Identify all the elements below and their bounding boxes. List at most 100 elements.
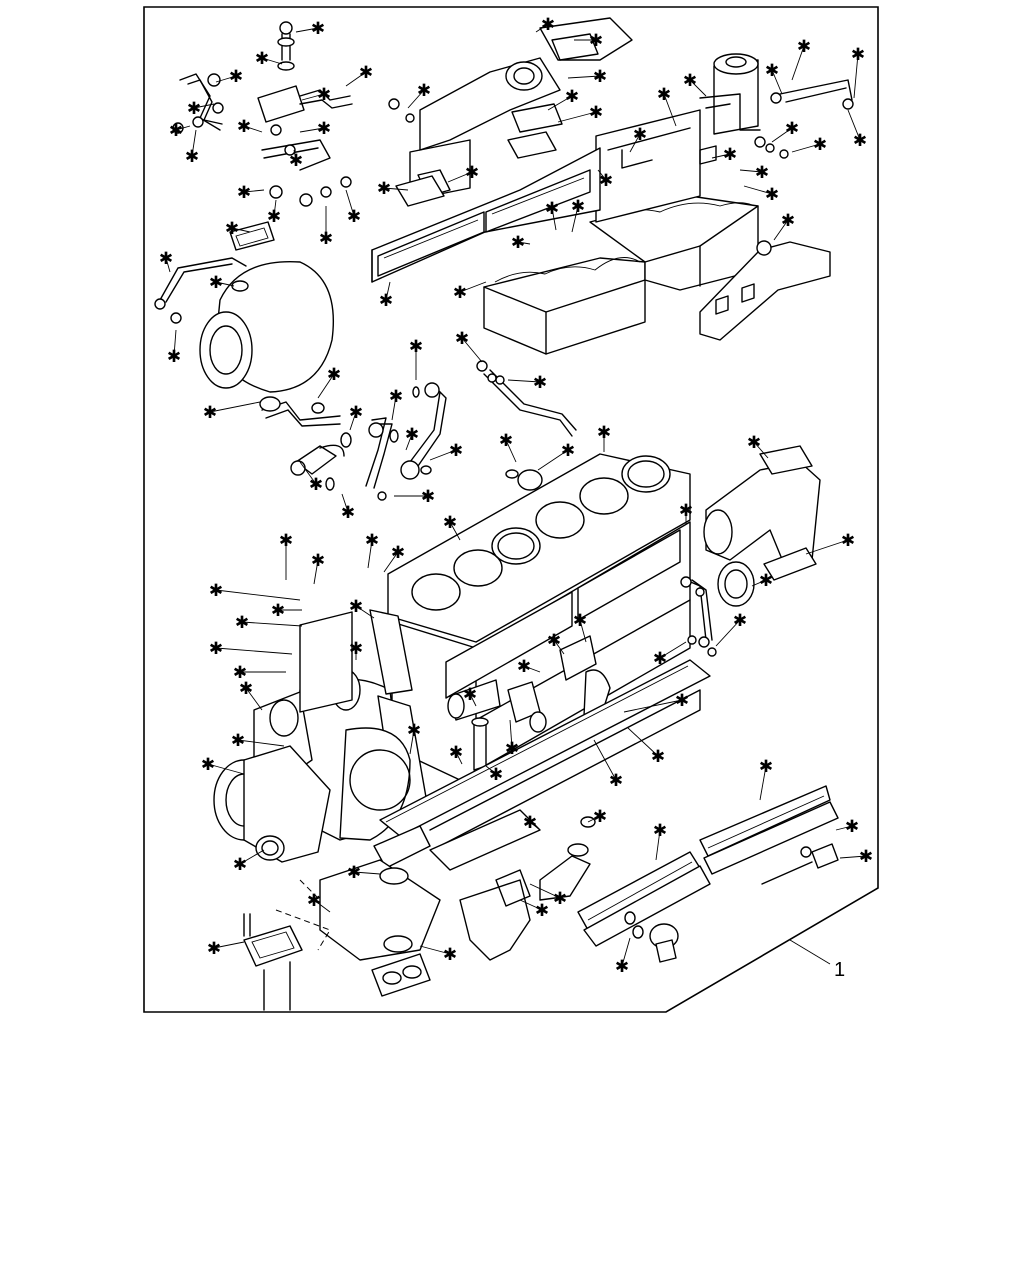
kit-marker-leader: [209, 401, 261, 413]
kit-marker: ✱: [449, 743, 463, 763]
kit-marker-leader: [715, 619, 741, 647]
kit-marker-leader: [237, 739, 285, 747]
kit-marker: ✱: [533, 373, 547, 393]
kit-marker: ✱: [759, 571, 773, 591]
kit-marker: ✱: [187, 99, 201, 119]
kit-marker: ✱: [609, 771, 623, 791]
kit-marker: ✱: [759, 757, 773, 777]
kit-marker: ✱: [279, 531, 293, 551]
kit-marker: ✱: [597, 423, 611, 443]
kit-marker: ✱: [653, 821, 667, 841]
oil-pan-group: [243, 809, 596, 1011]
kit-marker: ✱: [239, 679, 253, 699]
kit-marker: ✱: [813, 135, 827, 155]
kit-marker: ✱: [785, 119, 799, 139]
kit-marker: ✱: [765, 61, 779, 81]
kit-marker: ✱: [653, 649, 667, 669]
kit-marker-leader: [535, 23, 549, 33]
kit-marker-leader: [791, 45, 805, 81]
kit-marker-leader: [835, 825, 853, 831]
kit-marker: ✱: [593, 807, 607, 827]
kit-marker: ✱: [207, 939, 221, 959]
kit-marker: ✱: [237, 183, 251, 203]
kit-marker-leader: [299, 461, 317, 485]
kit-marker: ✱: [747, 433, 761, 453]
kit-marker: ✱: [421, 487, 435, 507]
kit-marker: ✱: [465, 163, 479, 183]
diagram-frame: [143, 6, 879, 1013]
kit-marker-leader: [243, 125, 263, 133]
kit-marker: ✱: [311, 551, 325, 571]
kit-marker: ✱: [589, 31, 603, 51]
kit-marker-leader: [773, 219, 789, 241]
kit-marker: ✱: [651, 747, 665, 767]
kit-marker-leader: [597, 169, 607, 181]
kit-marker: ✱: [365, 531, 379, 551]
kit-marker: ✱: [377, 179, 391, 199]
kit-marker: ✱: [851, 45, 865, 65]
kit-marker: ✱: [755, 163, 769, 183]
kit-marker-leader: [353, 871, 381, 875]
kit-marker: ✱: [463, 685, 477, 705]
kit-marker-leader: [299, 127, 325, 133]
kit-marker-leader: [459, 281, 487, 293]
exhaust-elbow-group: [680, 445, 821, 657]
kit-marker: ✱: [545, 199, 559, 219]
kit-marker: ✱: [633, 125, 647, 145]
kit-marker-leader: [313, 899, 331, 913]
kit-marker: ✱: [453, 283, 467, 303]
kit-marker: ✱: [209, 639, 223, 659]
kit-marker: ✱: [657, 85, 671, 105]
kit-marker-leader: [485, 765, 497, 775]
kit-marker: ✱: [233, 663, 247, 683]
kit-marker-leader: [519, 899, 543, 911]
kit-marker-leader: [207, 763, 245, 775]
kit-marker: ✱: [565, 87, 579, 107]
kit-marker-leader: [429, 449, 457, 461]
kit-marker: ✱: [317, 85, 331, 105]
kit-marker-leader: [627, 727, 659, 757]
kit-marker: ✱: [319, 229, 333, 249]
kit-marker: ✱: [409, 337, 423, 357]
kit-marker-leader: [507, 379, 541, 383]
kit-marker: ✱: [683, 71, 697, 91]
kit-marker-leader: [517, 241, 531, 245]
kit-marker: ✱: [267, 207, 281, 227]
kit-marker-leader: [537, 449, 569, 471]
kit-marker: ✱: [541, 15, 555, 35]
kit-marker: ✱: [237, 117, 251, 137]
kit-marker: ✱: [349, 597, 363, 617]
kit-marker-leader: [553, 639, 565, 655]
kit-marker: ✱: [203, 403, 217, 423]
exhaust-manifold-group: [699, 240, 831, 341]
kit-marker-leader: [407, 89, 425, 109]
kit-marker-leader: [367, 539, 373, 569]
kit-marker: ✱: [797, 37, 811, 57]
kit-marker-leader: [193, 103, 215, 109]
kit-marker-layer: ✱✱✱✱✱✱✱✱✱✱✱✱✱✱✱✱✱✱✱✱✱✱✱✱✱✱✱✱✱✱✱✱✱✱✱✱✱✱✱✱…: [159, 15, 873, 977]
side-cover-group: [577, 785, 839, 963]
kit-marker: ✱: [229, 67, 243, 87]
kit-marker-leader: [293, 149, 297, 161]
kit-marker-leader: [241, 621, 303, 627]
kit-marker: ✱: [311, 19, 325, 39]
kit-marker-leader: [449, 521, 461, 541]
kit-marker-leader: [215, 647, 293, 655]
kit-marker-leader: [505, 439, 517, 463]
kit-marker-leader: [409, 729, 415, 755]
kit-marker-leader: [301, 93, 325, 101]
kit-marker: ✱: [675, 691, 689, 711]
kit-marker: ✱: [225, 219, 239, 239]
oil-pan-gasket: [379, 659, 711, 847]
kit-marker: ✱: [845, 817, 859, 837]
kit-marker-leader: [753, 441, 769, 459]
kit-marker-leader: [523, 665, 541, 673]
oil-filler-group: [699, 53, 854, 165]
kit-marker-leader: [295, 27, 319, 33]
kit-marker: ✱: [499, 431, 513, 451]
kit-marker: ✱: [841, 531, 855, 551]
kit-marker-leader: [659, 641, 687, 659]
kit-marker-leader: [345, 189, 355, 217]
kit-marker-leader: [245, 687, 263, 711]
kit-marker: ✱: [317, 119, 331, 139]
